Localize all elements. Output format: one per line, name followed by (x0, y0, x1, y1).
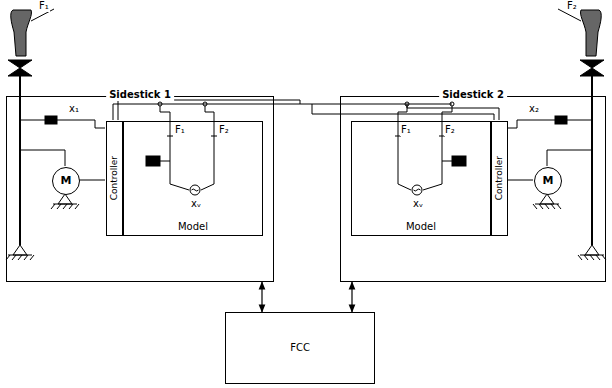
controller-box: Controller (106, 121, 123, 236)
motor-circle: M (52, 167, 80, 195)
signal-label: F₁ (174, 124, 186, 136)
signal-label: F₁ (38, 0, 50, 12)
signal-wire (118, 100, 300, 120)
signal-label: x₁ (68, 103, 80, 115)
model-damper (146, 156, 160, 166)
box-label: Model (176, 221, 210, 233)
gimbal (8, 68, 32, 76)
stick-grip (11, 10, 32, 56)
signal-label: F₂ (444, 124, 456, 136)
signal-label: F₂ (218, 124, 230, 136)
model-source (190, 185, 200, 195)
ground (8, 255, 32, 256)
ground-hatch (51, 204, 79, 209)
signal-label: xᵥ (190, 198, 202, 210)
computer-box: FCC (225, 312, 375, 384)
model-force-sensor (170, 136, 171, 184)
model-tip (167, 136, 217, 137)
signal-label: xᵥ (412, 198, 424, 210)
gimbal (8, 60, 32, 68)
data-link-arrow (261, 282, 262, 312)
sidestick-mechanism (6, 9, 217, 260)
sidestick-panel: Sidestick 1ControllerModelM (6, 96, 274, 282)
panel-title: Sidestick 1 (106, 89, 174, 101)
model-box: Model (123, 121, 263, 236)
box-label: FCC (290, 342, 310, 354)
model-box: Model (351, 121, 491, 236)
box-label: M (543, 175, 554, 188)
signal-label: x₂ (528, 103, 540, 115)
sidestick-mechanism (395, 9, 606, 260)
box-label: Model (404, 221, 438, 233)
signal-wire (160, 104, 170, 136)
motor-wire (79, 180, 105, 181)
pivot (13, 245, 27, 255)
stick-shaft (19, 76, 21, 245)
pivot (58, 194, 72, 204)
controller-box: Controller (491, 121, 508, 236)
signal-label: F₂ (566, 0, 578, 12)
motor-linkage (20, 150, 65, 166)
cross-wires (113, 100, 499, 120)
data-link-arrow (351, 282, 352, 312)
box-label: Controller (494, 156, 504, 200)
sidestick-panel: Sidestick 2ModelControllerM (340, 96, 606, 282)
signal-wire (113, 104, 452, 120)
signal-wire (205, 104, 214, 136)
signal-label: F₁ (400, 124, 412, 136)
model-source (192, 189, 199, 191)
sensor-wire (57, 120, 105, 128)
position-sensor (45, 116, 57, 124)
model-link (160, 161, 170, 162)
box-label: M (61, 175, 72, 188)
signal-wire (407, 104, 499, 120)
linkage (20, 120, 45, 121)
panel-title: Sidestick 2 (439, 89, 507, 101)
motor-circle: M (534, 167, 562, 195)
box-label: Controller (109, 156, 119, 200)
model-force-sensor (214, 136, 215, 184)
ground (53, 204, 77, 205)
ground-hatch (6, 255, 34, 260)
